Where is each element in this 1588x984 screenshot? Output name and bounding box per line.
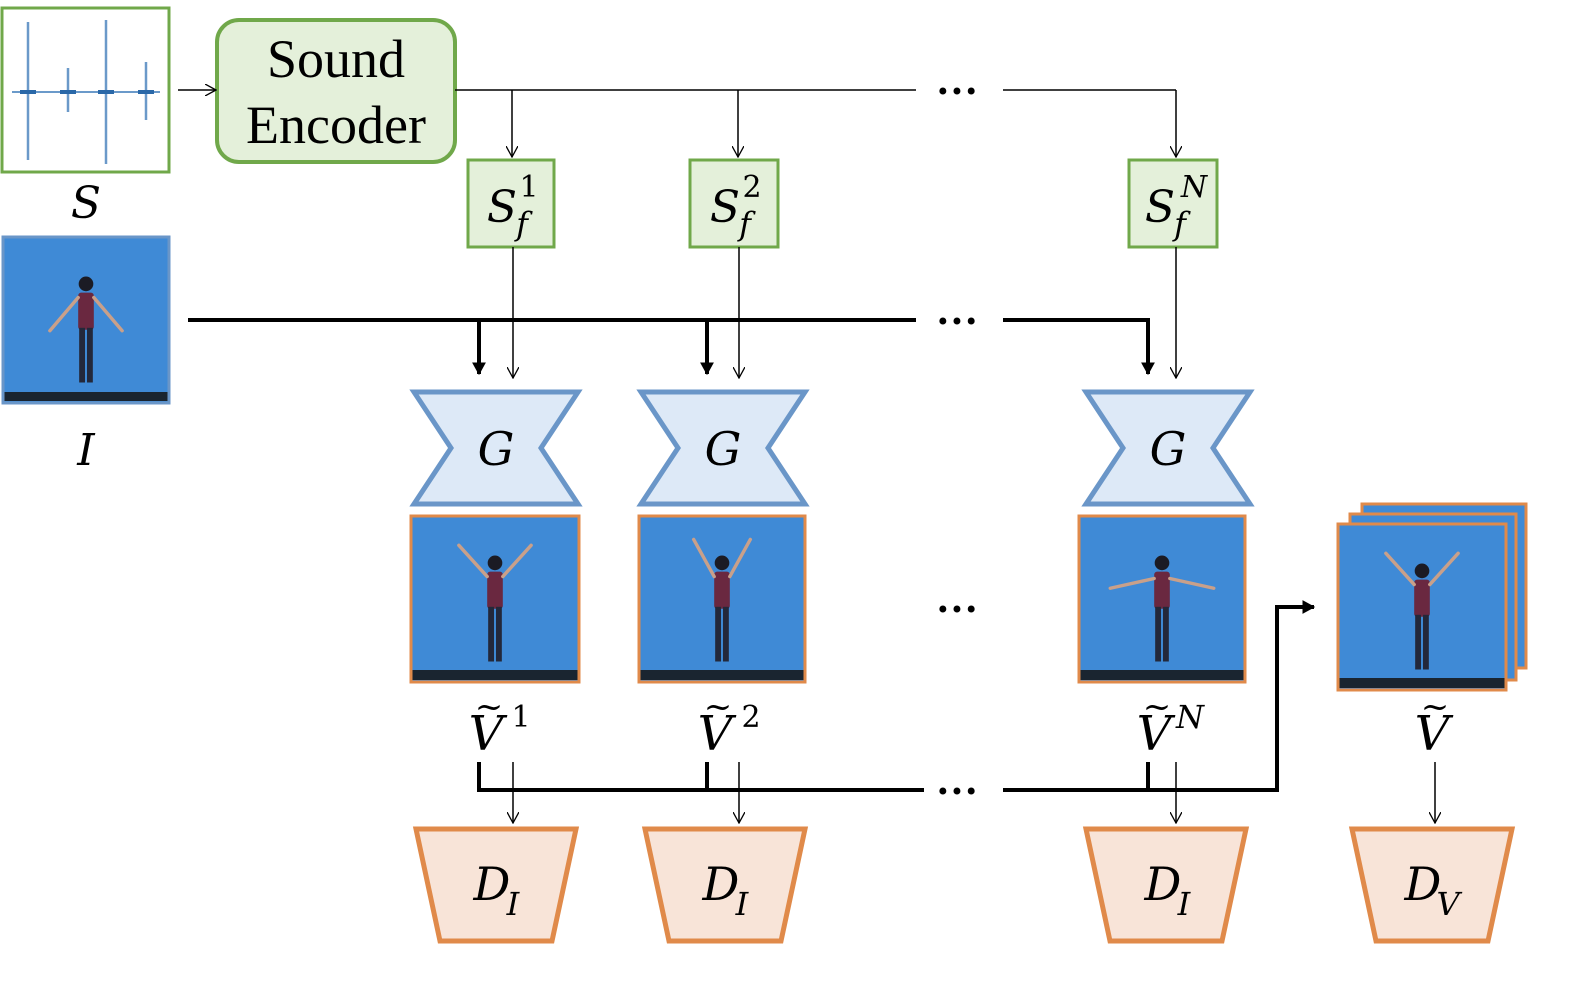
sound-feature-n-base: S — [1145, 182, 1175, 233]
sound-feature-2-base: S — [710, 182, 740, 233]
sound-feature-1-sup: 1 — [519, 170, 538, 205]
image-discriminator-1-sub: I — [506, 885, 521, 923]
generated-frame-n — [1077, 514, 1247, 684]
generated-frame-1 — [409, 514, 581, 684]
video-label: V ~ — [1415, 687, 1454, 762]
frame-label-n: V ~ N — [1137, 687, 1205, 762]
arrow-frames-to-video — [1003, 600, 1316, 792]
frame-label-2-base: V — [698, 706, 737, 762]
sound-feature-1: S 1 f — [466, 158, 556, 249]
image-discriminator-n-sub: I — [1177, 885, 1192, 923]
sound-encoder-label-line2: Encoder — [246, 95, 426, 155]
generated-frame-2 — [637, 514, 807, 684]
image-discriminator-2: D I — [641, 826, 809, 944]
generator-2-symbol: G — [705, 422, 742, 476]
input-image — [1, 235, 171, 405]
generator-1: G — [409, 389, 583, 507]
generated-video-stack — [1336, 502, 1528, 692]
video-discriminator: D V — [1348, 826, 1516, 944]
sound-waveform — [0, 6, 171, 174]
image-bus-line-b — [1003, 318, 1155, 376]
frame-label-1: V ~ 1 — [469, 687, 531, 762]
ellipsis-bottom: ••• — [936, 778, 978, 806]
image-discriminator-2-base: D — [702, 857, 740, 911]
sound-feature-2-sup: 2 — [742, 170, 761, 205]
sound-encoder-box — [215, 18, 457, 164]
ellipsis-top: ••• — [936, 78, 978, 106]
sound-encoder-label-line1: Sound — [267, 29, 405, 89]
image-discriminator-1-base: D — [473, 857, 511, 911]
image-discriminator-2-sub: I — [735, 885, 750, 923]
video-label-tilde: ~ — [1421, 687, 1450, 727]
video-discriminator-sub: V — [1436, 885, 1462, 923]
frame-label-1-base: V — [469, 706, 508, 762]
generator-n-symbol: G — [1150, 422, 1187, 476]
image-discriminator-1: D I — [412, 826, 580, 944]
image-discriminator-n-base: D — [1144, 857, 1182, 911]
image-symbol: I — [76, 425, 96, 476]
frame-label-n-tilde: ~ — [1143, 687, 1172, 727]
sound-feature-n: S N f — [1127, 158, 1219, 249]
video-discriminator-base: D — [1404, 857, 1442, 911]
ellipsis-frames: ••• — [936, 596, 978, 624]
sound-feature-2: S 2 f — [688, 158, 780, 249]
frame-label-n-base: V — [1137, 706, 1176, 762]
frame-label-1-sup: 1 — [511, 700, 530, 735]
video-label-base: V — [1415, 706, 1454, 762]
frame-label-2-sup: 2 — [741, 700, 760, 735]
image-discriminator-n: D I — [1082, 826, 1250, 944]
generator-2: G — [636, 389, 810, 507]
generator-1-symbol: G — [478, 422, 515, 476]
ellipsis-image-bus: ••• — [936, 308, 978, 336]
generator-n: G — [1081, 389, 1255, 507]
sound-feature-n-sup: N — [1180, 170, 1209, 205]
sound-symbol: S — [71, 178, 101, 229]
frame-label-2-tilde: ~ — [704, 687, 733, 727]
frame-label-n-sup: N — [1175, 698, 1205, 736]
frame-label-2: V ~ 2 — [698, 687, 761, 762]
sound-feature-1-base: S — [487, 182, 517, 233]
frame-label-1-tilde: ~ — [475, 687, 504, 727]
